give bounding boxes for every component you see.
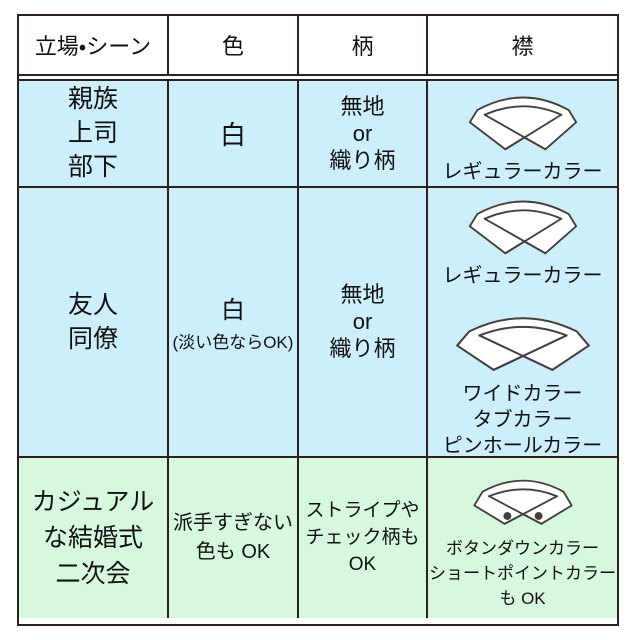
header-cell-color: 色 bbox=[169, 16, 299, 74]
collar-cell: レギュラーカラー bbox=[428, 80, 617, 186]
scene-line: な結婚式 bbox=[42, 523, 143, 552]
table-row-formal-friends: 友人 同僚 白 (淡い色ならOK) 無地 or 織り柄 レギュラーカラー ワイ bbox=[19, 187, 617, 458]
collar-label: レギュラーカラー bbox=[442, 264, 603, 287]
pattern-line: ストライプや bbox=[305, 500, 420, 521]
scene-line: 二次会 bbox=[55, 559, 131, 588]
pattern-line: 無地 bbox=[340, 93, 385, 119]
scene-line: 友人 bbox=[67, 290, 118, 319]
header-body-divider bbox=[19, 74, 617, 81]
header-label-collar: 襟 bbox=[511, 34, 534, 59]
collar-group: レギュラーカラー bbox=[443, 81, 603, 185]
collar-label: レギュラーカラー bbox=[442, 161, 603, 183]
pattern-cell: ストライプや チェック柄も OK bbox=[299, 457, 428, 618]
scene-cell: 親族 上司 部下 bbox=[19, 80, 169, 186]
color-cell: 派手すぎない 色も OK bbox=[169, 457, 299, 618]
color-line: 派手すぎない bbox=[173, 511, 293, 534]
pattern-line: 織り柄 bbox=[329, 147, 396, 173]
scene-cell: カジュアル な結婚式 二次会 bbox=[19, 457, 169, 618]
scene-line: 同僚 bbox=[67, 324, 118, 353]
pattern-cell: 無地 or 織り柄 bbox=[299, 80, 428, 186]
collar-group: ワイドカラー タブカラー ピンホールカラー bbox=[443, 301, 602, 456]
collar-group: レギュラーカラー bbox=[443, 188, 603, 289]
header-label-color: 色 bbox=[221, 34, 244, 59]
scene-line: 親族 bbox=[67, 85, 118, 113]
color-cell: 白 (淡い色ならOK) bbox=[169, 187, 299, 456]
pattern-line: チェック柄も bbox=[305, 527, 420, 548]
collar-etiquette-table: 立場・シーン 色 柄 襟 親族 上司 部下 白 無地 or 織り柄 bbox=[17, 14, 619, 626]
collar-label: ショートポイントカラー bbox=[429, 563, 616, 583]
wide-collar-icon bbox=[447, 301, 599, 378]
pattern-line: 織り柄 bbox=[329, 336, 396, 361]
collar-label: ワイドカラー bbox=[462, 382, 583, 405]
pattern-line: 無地 bbox=[340, 282, 385, 307]
collar-label: も OK bbox=[499, 588, 546, 608]
regular-collar-icon bbox=[453, 81, 593, 156]
table-row-casual: カジュアル な結婚式 二次会 派手すぎない 色も OK ストライプや チェック柄… bbox=[19, 457, 617, 618]
table-header-row: 立場・シーン 色 柄 襟 bbox=[19, 16, 617, 74]
table-row-formal-family: 親族 上司 部下 白 無地 or 織り柄 レギュラーカラー bbox=[19, 80, 617, 188]
color-value: 白 bbox=[219, 119, 246, 150]
color-value: 白 bbox=[221, 297, 245, 324]
scene-line: 上司 bbox=[67, 119, 118, 147]
header-cell-scene: 立場・シーン bbox=[19, 16, 169, 74]
collar-label: ボタンダウンカラー bbox=[446, 538, 599, 558]
collar-label: タブカラー bbox=[472, 408, 573, 431]
color-line: 色も OK bbox=[195, 540, 271, 563]
collar-label: ピンホールカラー bbox=[442, 434, 603, 456]
button-down-collar-icon bbox=[454, 465, 592, 533]
header-label-pattern: 柄 bbox=[351, 34, 374, 59]
scene-line: 部下 bbox=[67, 153, 118, 181]
header-cell-collar: 襟 bbox=[428, 16, 617, 74]
collar-cell: レギュラーカラー ワイドカラー タブカラー ピンホールカラー bbox=[428, 187, 617, 456]
scene-cell: 友人 同僚 bbox=[19, 187, 169, 456]
pattern-line: or bbox=[352, 120, 373, 146]
collar-cell: ボタンダウンカラー ショートポイントカラー も OK bbox=[428, 457, 617, 618]
color-cell: 白 bbox=[169, 80, 299, 186]
scene-line: カジュアル bbox=[31, 487, 155, 516]
color-note: (淡い色ならOK) bbox=[172, 333, 294, 352]
pattern-line: OK bbox=[348, 554, 377, 575]
pattern-line: or bbox=[352, 309, 373, 334]
header-label-scene: 立場・シーン bbox=[34, 34, 152, 59]
regular-collar-icon bbox=[453, 188, 593, 260]
pattern-cell: 無地 or 織り柄 bbox=[299, 187, 428, 456]
collar-group: ボタンダウンカラー ショートポイントカラー も OK bbox=[429, 465, 616, 611]
header-cell-pattern: 柄 bbox=[299, 16, 428, 74]
